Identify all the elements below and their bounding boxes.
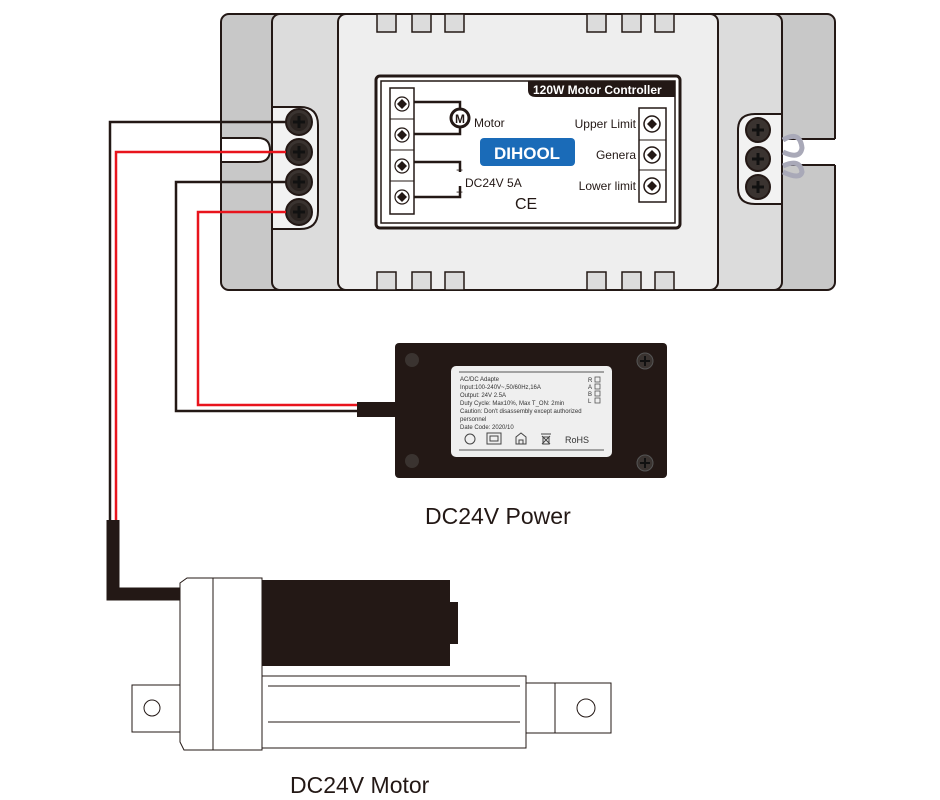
- screw-terminal-4[interactable]: [285, 198, 313, 226]
- weee-bin-icon: [541, 433, 551, 445]
- motor-cable-sheath: [106, 520, 210, 601]
- wiring: [106, 120, 399, 601]
- psu-label-line: Date Code: 2020/10: [460, 425, 514, 431]
- terminal-label-upper-limit: Upper Limit: [575, 117, 637, 131]
- terminal-label-general: Genera: [596, 148, 636, 162]
- indoor-use-icon: [515, 432, 527, 445]
- screw-icon: [636, 352, 654, 370]
- certification-icons: [464, 432, 551, 445]
- rohs-mark: RoHS: [565, 435, 589, 445]
- extension-rod: [525, 682, 612, 734]
- minus-sign: −: [456, 163, 463, 177]
- power-supply: [395, 343, 667, 478]
- certification-checkboxes: [594, 376, 601, 404]
- psu-label-line: Output: 24V 2.5A: [460, 393, 506, 399]
- power-supply-label: [451, 366, 612, 457]
- front-mount-hole: [576, 698, 596, 718]
- screw-terminal-middle[interactable]: [745, 146, 771, 172]
- v-mark-icon: [464, 433, 476, 445]
- wire-power-black: [174, 180, 358, 413]
- mount-hole: [405, 353, 419, 367]
- left-mount-notch: [220, 137, 272, 163]
- checkbox-letter: R: [588, 378, 593, 384]
- brand-name: DIHOOL: [494, 144, 560, 163]
- bottom-vent-tabs: [376, 271, 675, 291]
- screw-terminal-lower[interactable]: [745, 174, 771, 200]
- rear-mount-hole: [143, 699, 161, 717]
- screw-terminal-3[interactable]: [285, 168, 313, 196]
- screw-icon: [636, 454, 654, 472]
- plus-sign: +: [456, 185, 463, 199]
- psu-label-line: Caution: Don't disassembly except author…: [460, 409, 582, 415]
- screw-terminal-upper[interactable]: [745, 117, 771, 143]
- controller-title: 120W Motor Controller: [533, 83, 662, 97]
- ce-mark: CE: [515, 196, 537, 213]
- checkbox-letter: L: [588, 399, 592, 405]
- screw-terminal-1[interactable]: [285, 108, 313, 136]
- jumper-wire-loop: [781, 133, 805, 179]
- double-insulation-icon: [486, 432, 502, 445]
- wire-motor-red: [114, 150, 286, 520]
- motor-can: [262, 580, 450, 666]
- linear-actuator: [131, 577, 612, 751]
- psu-label-line: Duty Cycle: Max10%, Max T_ON: 2min: [460, 401, 564, 407]
- checkbox-letter: B: [588, 392, 592, 398]
- psu-label-line: Input:100-240V~,50/60Hz,16A: [460, 385, 541, 391]
- motor-symbol: [449, 107, 471, 129]
- actuator-tube: [261, 675, 527, 749]
- checkbox-letter: A: [588, 385, 592, 391]
- power-cable-sheath: [357, 402, 399, 417]
- right-terminal-block: [737, 113, 805, 205]
- psu-label-line: personnel: [460, 417, 486, 423]
- wire-motor-black: [108, 120, 286, 520]
- motor-symbol-letter: M: [455, 112, 465, 126]
- left-terminal-block: [271, 106, 319, 230]
- power-caption: DC24V Power: [425, 503, 571, 529]
- terminal-label-lower-limit: Lower limit: [579, 179, 637, 193]
- title-bar: [528, 81, 675, 97]
- controller-label-panel: [374, 74, 682, 230]
- power-rating: DC24V 5A: [465, 176, 522, 190]
- motor-label: Motor: [474, 116, 505, 130]
- top-vent-tabs: [376, 13, 675, 33]
- screw-terminal-2[interactable]: [285, 138, 313, 166]
- wire-power-red: [196, 210, 358, 407]
- brand-badge: [480, 138, 575, 166]
- gearbox-housing: [179, 577, 263, 751]
- motor-caption: DC24V Motor: [290, 772, 430, 798]
- mount-hole: [405, 454, 419, 468]
- psu-label-line: AC/DC Adapte: [460, 377, 500, 383]
